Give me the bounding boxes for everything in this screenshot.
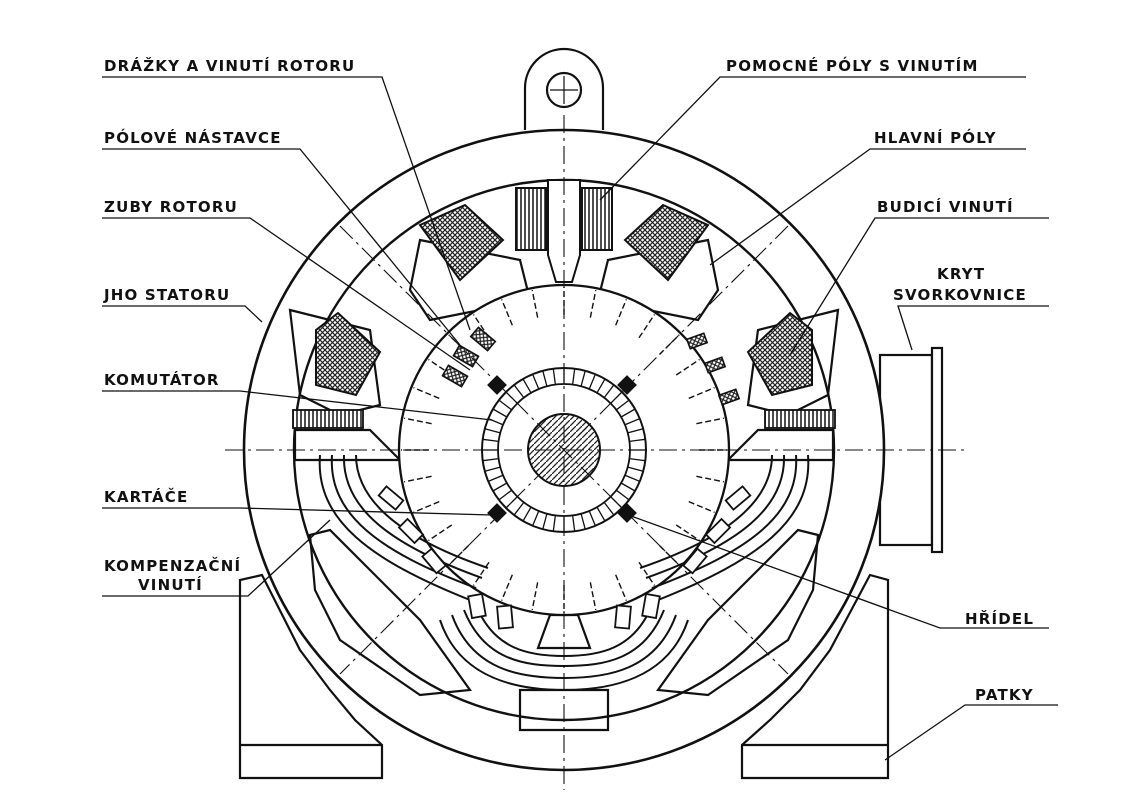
commutator-segment [513, 384, 525, 399]
rotor-slot [403, 417, 432, 425]
label-interpoles: POMOCNÉ PÓLY S VINUTÍM [726, 57, 979, 75]
commutator-segment [522, 378, 532, 394]
label-compensating-line1: KOMPENZAČNÍ [104, 557, 242, 575]
label-shaft: HŘÍDEL [965, 610, 1035, 628]
commutator-segment [603, 501, 615, 516]
commutator-segment [487, 474, 504, 482]
commutator-segment [542, 513, 548, 530]
rotor-coil-boxes [441, 326, 741, 406]
commutator-segment [629, 457, 646, 462]
label-compensating-line2: VINUTÍ [138, 576, 203, 594]
label-feet: PATKY [975, 686, 1034, 704]
rotor-slot [531, 582, 539, 611]
commutator-segment [492, 482, 508, 492]
commutator-segment [588, 510, 596, 527]
rotor-slot [696, 417, 725, 425]
commutator-segment [513, 501, 525, 516]
rotor-slot [531, 289, 539, 318]
commutator-segment [596, 378, 606, 394]
commutator-segment [588, 373, 596, 390]
commutator-segment [484, 428, 501, 434]
commutator-segment [542, 370, 548, 387]
commutator-segment [596, 506, 606, 522]
label-rotor-slots: DRÁŽKY A VINUTÍ ROTORU [104, 57, 356, 75]
commutator-segment [580, 370, 586, 387]
commutator-segment [624, 474, 641, 482]
rotor-slot [589, 582, 597, 611]
rotor-slot [428, 524, 453, 542]
rotor-slot [688, 501, 715, 514]
lower-pole-right [656, 528, 820, 697]
rotor-slot [413, 501, 440, 514]
center-lines [225, 115, 965, 790]
label-field-winding: BUDICÍ VINUTÍ [877, 198, 1014, 216]
label-main-poles: HLAVNÍ PÓLY [874, 129, 997, 147]
rotor-slot [638, 561, 656, 586]
commutator-segment [620, 408, 636, 418]
rotor-slot [500, 299, 513, 326]
label-pole-shoes: PÓLOVÉ NÁSTAVCE [104, 129, 282, 147]
rotor-slot [472, 561, 490, 586]
commutator-segment [629, 438, 646, 443]
rotor-slot [589, 289, 597, 318]
label-stator-yoke: JHO STATORU [104, 286, 231, 304]
leader-lines [102, 76, 1058, 761]
compensating-conductor-boxes [377, 485, 752, 630]
label-brushes: KARTÁČE [104, 488, 189, 506]
commutator-segment [615, 399, 630, 411]
field-windings [315, 203, 813, 397]
rotor-slot [615, 299, 628, 326]
commutator-segment [532, 510, 540, 527]
rotor-slot [696, 475, 725, 483]
commutator-segment [482, 438, 499, 443]
rotor-slot [500, 574, 513, 601]
machine-feet [238, 573, 890, 780]
rotor-slot [615, 574, 628, 601]
commutator-segment [532, 373, 540, 390]
commutator-segment [580, 513, 586, 530]
commutator-segment [627, 428, 644, 434]
commutator-segment [620, 482, 636, 492]
commutator-segment [498, 399, 513, 411]
rotor-slot [638, 314, 656, 339]
compensating-winding-blocks [292, 409, 836, 429]
label-commutator: KOMUTÁTOR [104, 371, 220, 389]
rotor-slot [403, 475, 432, 483]
commutator-segment [615, 489, 630, 501]
commutator-segment [484, 466, 501, 472]
commutator-segment [552, 515, 557, 532]
commutator-segment [552, 368, 557, 385]
commutator-segment [492, 408, 508, 418]
commutator-segment [603, 384, 615, 399]
commutator-segment [627, 466, 644, 472]
label-terminal-cover-line2: SVORKOVNICE [893, 286, 1027, 304]
rotor-slot [688, 386, 715, 399]
rotor-slot [675, 524, 700, 542]
label-terminal-cover-line1: KRYT [937, 265, 986, 283]
lower-pole-left [308, 528, 472, 697]
rotor-slot [675, 358, 700, 376]
commutator-segment [522, 506, 532, 522]
commutator-segment [498, 489, 513, 501]
commutator-segment [624, 418, 641, 426]
label-rotor-teeth: ZUBY ROTORU [104, 198, 238, 216]
commutator-segment [571, 368, 576, 385]
commutator-segment [571, 515, 576, 532]
lifting-eye [523, 47, 605, 130]
rotor-slot [413, 386, 440, 399]
commutator-segment [482, 457, 499, 462]
